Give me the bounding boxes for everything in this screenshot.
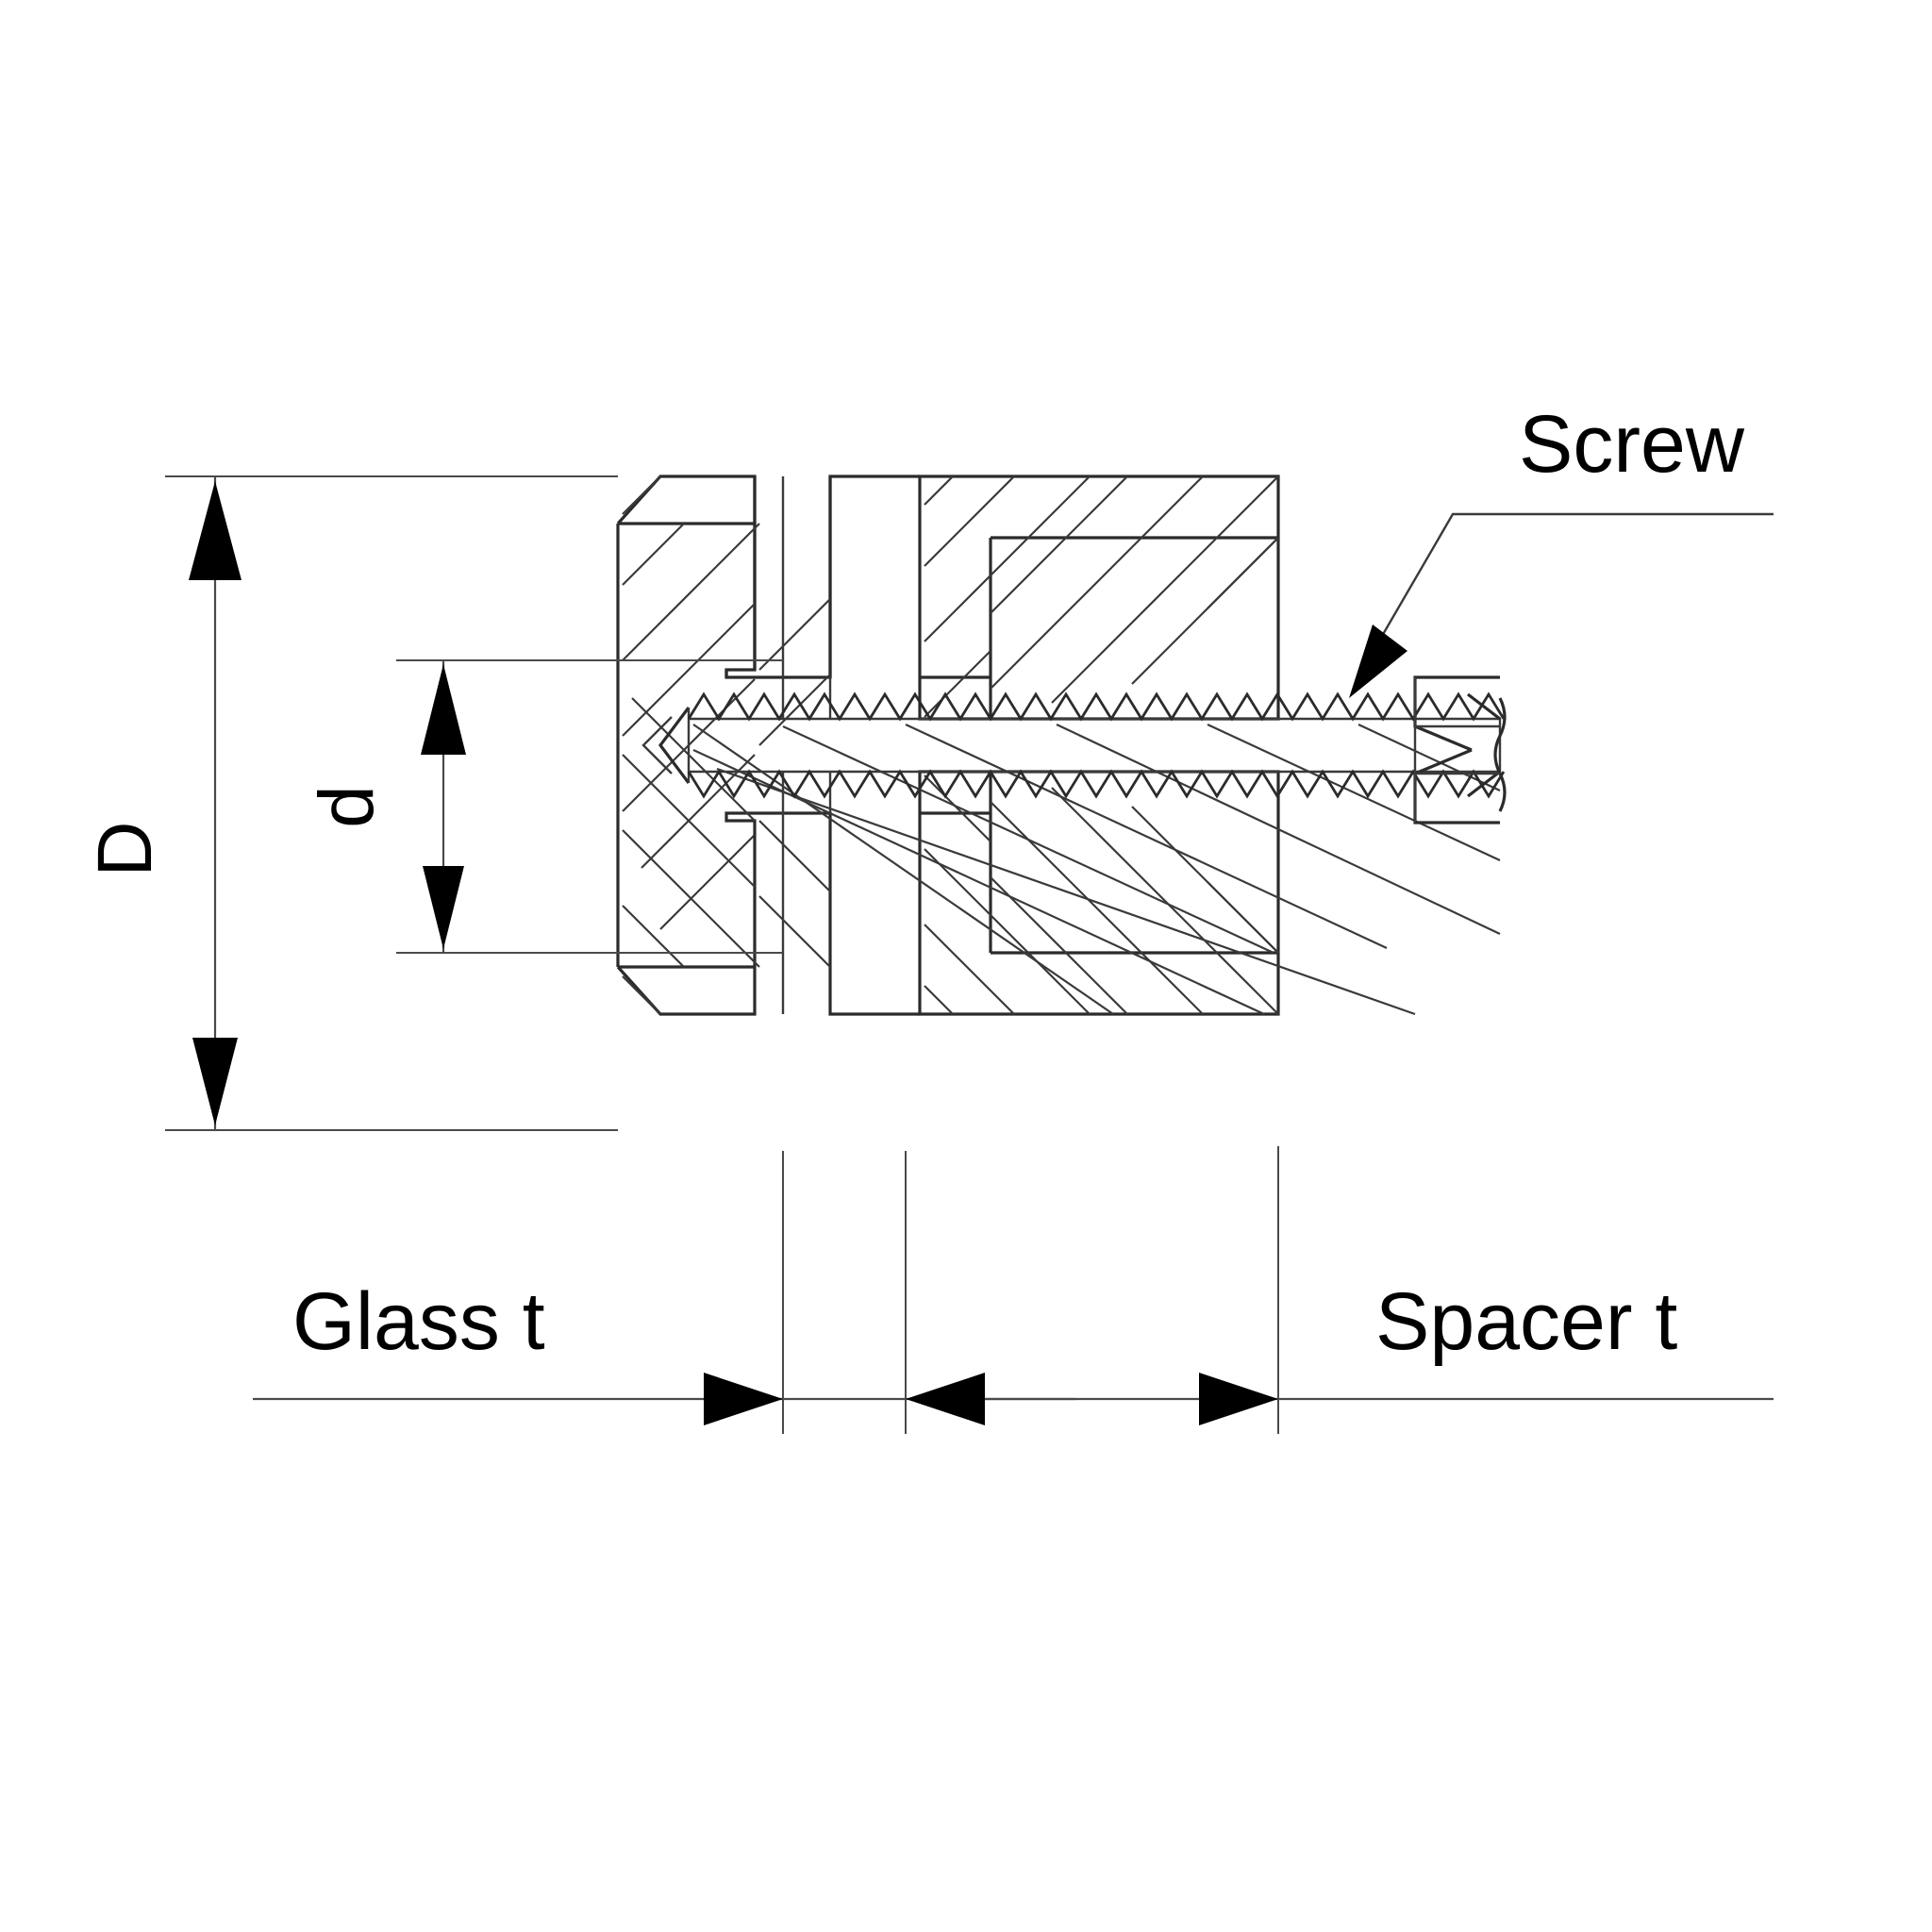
screw-callout-label: Screw — [1519, 399, 1745, 490]
spacer-arrow-right — [1199, 1373, 1278, 1425]
thread-profile-top — [687, 691, 1506, 722]
spacer-hatching-upper — [924, 475, 1279, 718]
cap-cover-lower — [616, 697, 920, 1016]
spacer-body-upper — [918, 475, 1280, 721]
screw-callout: Screw — [1349, 399, 1774, 698]
d-arrow-top — [421, 664, 466, 755]
screw-leader-arrow — [1349, 625, 1407, 698]
screw-leader-line — [1366, 512, 1774, 661]
dimension-D: D — [82, 475, 618, 1131]
spacer-thickness-label: Spacer t — [1375, 1276, 1677, 1367]
glass-arrow-right — [704, 1373, 783, 1425]
dimension-D-label: D — [82, 821, 168, 876]
dimension-d: d — [304, 659, 783, 954]
glass-panel — [781, 476, 832, 1014]
screw-shank — [641, 707, 1502, 1016]
spacer-body-lower — [918, 770, 1280, 1016]
cap-cover-upper — [616, 475, 920, 967]
d-arrow-bottom — [423, 866, 464, 949]
thread-profile-bottom — [687, 769, 1506, 799]
D-arrow-bottom — [192, 1038, 238, 1125]
spacer-arrow-left — [906, 1373, 985, 1425]
cap-hatching-lower — [622, 697, 831, 1015]
spacer-hatching-lower — [924, 774, 1279, 1015]
dimension-d-label: d — [304, 785, 390, 828]
bottom-dimension-band: Glass t Spacer t — [253, 1146, 1774, 1434]
cap-hatching-upper — [622, 475, 831, 930]
D-arrow-top — [189, 481, 242, 580]
screw-body-lines — [692, 724, 1501, 1016]
drawing-geometry: D d Glass t Spacer t — [82, 399, 1774, 1434]
glass-thickness-label: Glass t — [292, 1276, 545, 1367]
screw-head-hex-socket — [1413, 675, 1507, 824]
